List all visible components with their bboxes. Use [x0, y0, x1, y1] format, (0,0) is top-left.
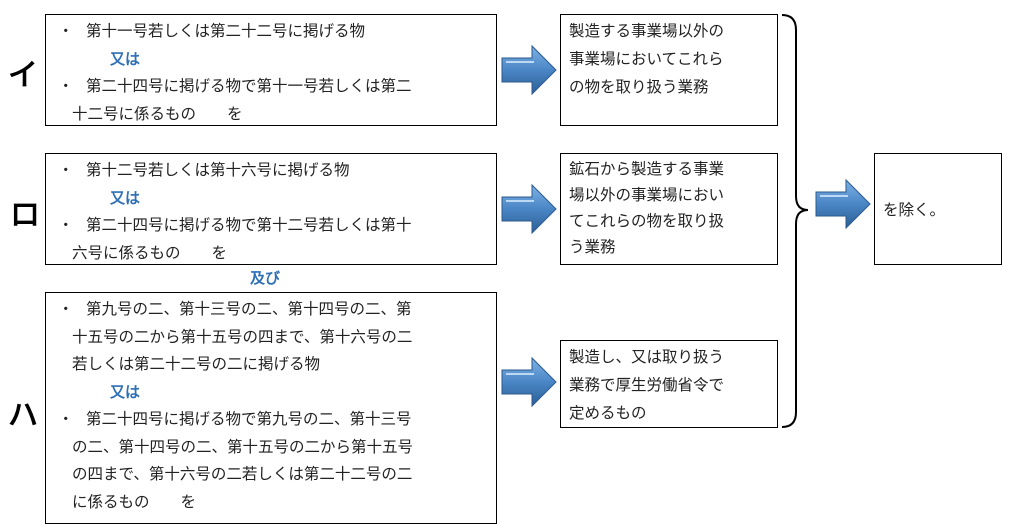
- row-label-i: イ: [8, 58, 38, 93]
- condition-bullet-2: ・第二十四号に掲げる物で第十二号若しくは第十: [58, 212, 488, 240]
- right-arrow-icon: [815, 178, 871, 230]
- result-text: う業務: [569, 238, 616, 256]
- row-label-ha: ハ: [8, 398, 38, 433]
- final-result-text: を除く。: [883, 201, 946, 219]
- bullet-icon: ・: [58, 300, 74, 318]
- result-text: てこれらの物を取り扱: [569, 212, 725, 230]
- bullet-icon: ・: [58, 77, 74, 95]
- result-text: 場以外の事業場におい: [569, 186, 725, 204]
- result-text: の物を取り扱う業務: [569, 78, 709, 96]
- condition-box-ha: ・第九号の二、第十三号の二、第十四号の二、第 十五号の二から第十五号の四まで、第…: [45, 292, 497, 524]
- condition-text-continuation: 若しくは第二十二号の二に掲げる物: [72, 355, 321, 373]
- curly-brace-icon: [781, 14, 809, 428]
- or-connector: 又は: [110, 382, 141, 401]
- result-box-i: 製造する事業場以外の 事業場においてこれら の物を取り扱う業務: [560, 14, 778, 126]
- condition-text-continuation: 六号に係るもの を: [72, 243, 228, 262]
- condition-bullet-1: ・第九号の二、第十三号の二、第十四号の二、第: [58, 296, 488, 324]
- result-text: 鉱石から製造する事業: [569, 160, 725, 178]
- or-connector: 又は: [110, 49, 141, 68]
- condition-text: 第十一号若しくは第二十二号に掲げる物: [86, 22, 366, 40]
- condition-text-continuation: の二、第十四号の二、第十五号の二から第十五号: [72, 437, 414, 456]
- right-arrow-icon: [501, 183, 557, 235]
- condition-text-continuation: に係るもの を: [72, 492, 197, 511]
- condition-bullet-1: ・第十一号若しくは第二十二号に掲げる物: [58, 18, 488, 46]
- result-text: 製造し、又は取り扱う: [569, 348, 725, 366]
- and-connector: 及び: [250, 269, 281, 287]
- condition-text: 第十二号若しくは第十六号に掲げる物: [86, 161, 350, 179]
- result-box-ro: 鉱石から製造する事業 場以外の事業場におい てこれらの物を取り扱 う業務: [560, 153, 778, 265]
- final-result-box: を除く。: [874, 153, 1002, 265]
- bullet-icon: ・: [58, 161, 74, 179]
- result-text: 事業場においてこれら: [569, 50, 724, 68]
- bullet-icon: ・: [58, 216, 74, 234]
- result-box-ha: 製造し、又は取り扱う 業務で厚生労働省令で 定めるもの: [560, 340, 778, 428]
- condition-text-continuation: 十五号の二から第十五号の四まで、第十六号の二: [72, 327, 413, 346]
- row-label-ro: ロ: [10, 198, 40, 233]
- or-connector: 又は: [110, 188, 141, 207]
- condition-bullet-2: ・第二十四号に掲げる物で第十一号若しくは第二: [58, 73, 488, 101]
- condition-box-i: ・第十一号若しくは第二十二号に掲げる物 又は ・第二十四号に掲げる物で第十一号若…: [45, 14, 497, 126]
- right-arrow-icon: [501, 356, 557, 408]
- condition-text: 第二十四号に掲げる物で第九号の二、第十三号: [86, 410, 412, 428]
- bullet-icon: ・: [58, 410, 74, 428]
- condition-text: 第二十四号に掲げる物で第十一号若しくは第二: [86, 77, 412, 95]
- bullet-icon: ・: [58, 22, 74, 40]
- condition-text: 第二十四号に掲げる物で第十二号若しくは第十: [86, 216, 412, 234]
- right-arrow-icon: [501, 44, 557, 96]
- condition-bullet-2: ・第二十四号に掲げる物で第九号の二、第十三号: [58, 406, 488, 434]
- condition-text: 第九号の二、第十三号の二、第十四号の二、第: [86, 300, 412, 318]
- condition-text-continuation: 十二号に係るもの を: [72, 104, 243, 123]
- condition-box-ro: ・第十二号若しくは第十六号に掲げる物 又は ・第二十四号に掲げる物で第十二号若し…: [45, 153, 497, 265]
- condition-text-continuation: の四まで、第十六号の二若しくは第二十二号の二: [72, 465, 413, 483]
- result-text: 業務で厚生労働省令で: [569, 376, 725, 394]
- result-text: 製造する事業場以外の: [569, 22, 725, 40]
- condition-bullet-1: ・第十二号若しくは第十六号に掲げる物: [58, 157, 488, 185]
- result-text: 定めるもの: [569, 404, 647, 422]
